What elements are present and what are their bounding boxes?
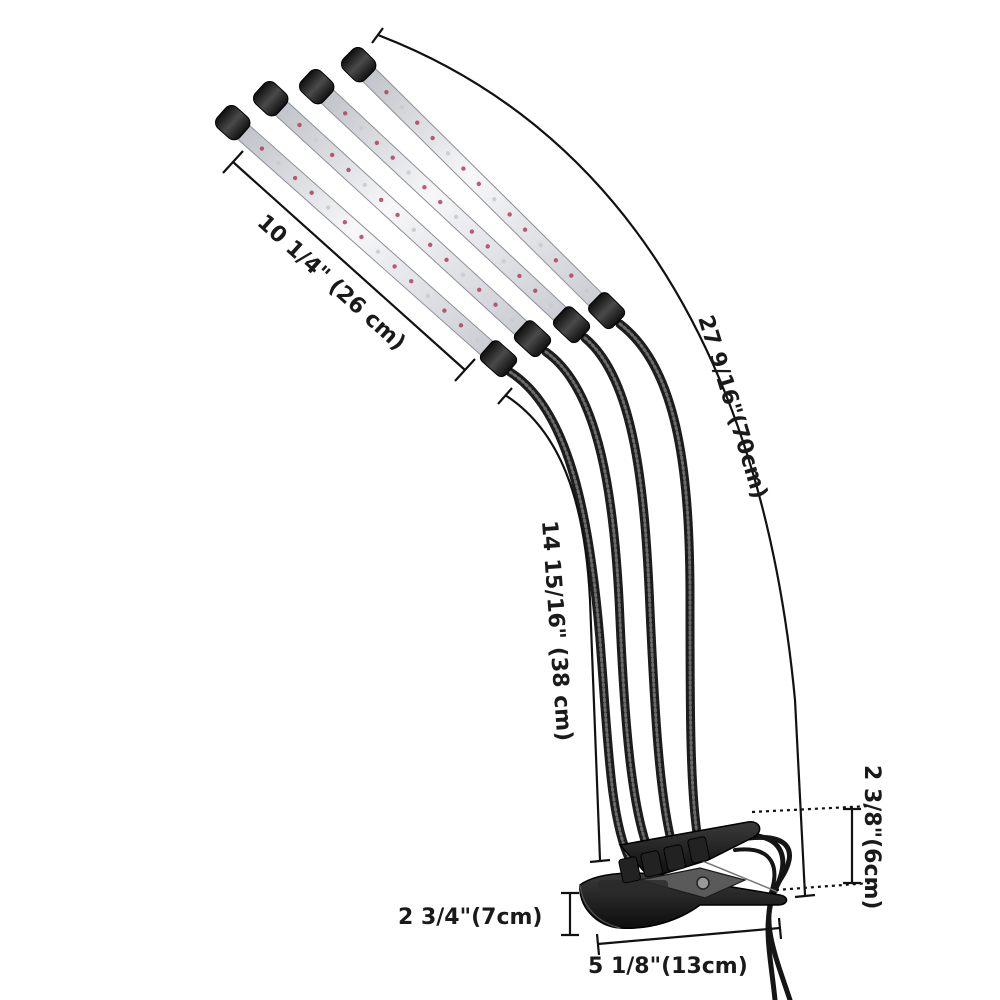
neck-collar-1 xyxy=(618,856,641,884)
led-dot xyxy=(501,258,506,264)
led-dot xyxy=(415,120,420,125)
led-dot xyxy=(507,212,512,217)
connector-cap xyxy=(588,292,626,330)
led-dot xyxy=(493,302,498,307)
led-dot xyxy=(297,122,302,128)
light-bar-1 xyxy=(215,105,518,378)
connector-cap xyxy=(479,340,518,378)
end-cap xyxy=(253,81,289,117)
led-dot xyxy=(374,140,380,146)
clamp-clip xyxy=(579,821,788,929)
led-dot xyxy=(453,214,459,220)
light-bar-3 xyxy=(299,69,591,344)
gooseneck-3 xyxy=(580,333,678,853)
led-dot xyxy=(445,151,451,156)
led-dot xyxy=(411,227,417,233)
led-dot xyxy=(395,212,400,218)
clip-height-guide xyxy=(561,891,579,937)
led-dot xyxy=(406,170,411,175)
light-bar-2 xyxy=(253,81,552,358)
led-dot xyxy=(425,293,431,299)
clip-depth-guide xyxy=(751,804,871,892)
led-dot xyxy=(569,273,574,278)
gooseneck-arms xyxy=(505,319,703,865)
clip-length-guide xyxy=(595,917,783,956)
gooseneck-2 xyxy=(541,347,655,860)
led-dot xyxy=(584,288,589,294)
end-cap xyxy=(299,69,335,105)
led-dot xyxy=(362,182,368,188)
led-dot xyxy=(326,205,331,210)
led-dot xyxy=(438,199,443,205)
led-dot xyxy=(422,185,427,190)
led-dot xyxy=(475,337,480,343)
grow-lamp xyxy=(215,47,793,1000)
end-cap xyxy=(215,105,251,141)
tube-length-label: 10 1/4" (26 cm) xyxy=(252,210,410,356)
led-dot xyxy=(375,249,381,254)
led-dot xyxy=(517,273,522,279)
led-dot xyxy=(358,125,364,131)
led-dot xyxy=(442,308,447,313)
led-dot xyxy=(343,111,348,116)
led-dot xyxy=(460,272,466,277)
total-length-label: 27 9/16"(70cm) xyxy=(692,312,772,501)
led-dot xyxy=(533,288,538,293)
light-bars xyxy=(215,47,626,378)
led-dot xyxy=(378,197,384,203)
total-length-guide xyxy=(371,27,816,899)
gooseneck-4 xyxy=(615,319,703,845)
neck-base-collars xyxy=(618,836,710,884)
led-dot xyxy=(384,89,389,95)
led-dot xyxy=(509,317,515,322)
neck-collar-4 xyxy=(687,836,710,864)
led-dot xyxy=(444,257,449,263)
led-dot xyxy=(309,190,314,195)
clip-height-label: 2 3/4"(7cm) xyxy=(398,905,542,930)
gooseneck-length-guide xyxy=(497,387,611,864)
led-dot xyxy=(390,155,395,160)
light-bar-4 xyxy=(341,47,626,330)
led-dot xyxy=(427,242,433,248)
led-dot xyxy=(409,278,414,284)
led-dot xyxy=(485,244,490,249)
connector-cap xyxy=(513,320,552,358)
led-dot xyxy=(359,234,364,240)
gooseneck-length-label: 14 15/16" (38 cm) xyxy=(536,520,576,742)
led-dot xyxy=(346,167,351,173)
led-dot xyxy=(548,303,554,308)
led-dot xyxy=(392,264,397,269)
led-dot xyxy=(342,220,348,225)
led-dot xyxy=(538,242,543,248)
clip-rivet-icon xyxy=(696,876,710,890)
led-dot xyxy=(259,146,265,151)
tube-length-guide xyxy=(222,150,476,382)
clip-depth-label: 2 3/8"(6cm) xyxy=(859,765,884,909)
dimension-guides xyxy=(222,27,871,956)
led-dot xyxy=(329,152,335,158)
end-cap xyxy=(341,47,377,83)
led-dot xyxy=(313,137,319,143)
led-dot xyxy=(469,229,475,234)
led-dot xyxy=(522,227,528,232)
clip-length-label: 5 1/8"(13cm) xyxy=(588,954,748,979)
led-dot xyxy=(276,161,281,166)
gooseneck-1 xyxy=(505,367,635,865)
led-dot xyxy=(553,258,559,263)
led-dot xyxy=(477,287,482,292)
led-dot xyxy=(399,105,405,110)
led-dot xyxy=(476,181,482,187)
led-dot xyxy=(458,323,464,328)
connector-cap xyxy=(552,306,591,344)
led-dot xyxy=(292,175,298,181)
led-dot xyxy=(492,196,497,202)
neck-collar-3 xyxy=(663,844,686,872)
neck-collar-2 xyxy=(640,850,663,878)
led-dot xyxy=(430,135,435,141)
led-dot xyxy=(461,166,466,171)
